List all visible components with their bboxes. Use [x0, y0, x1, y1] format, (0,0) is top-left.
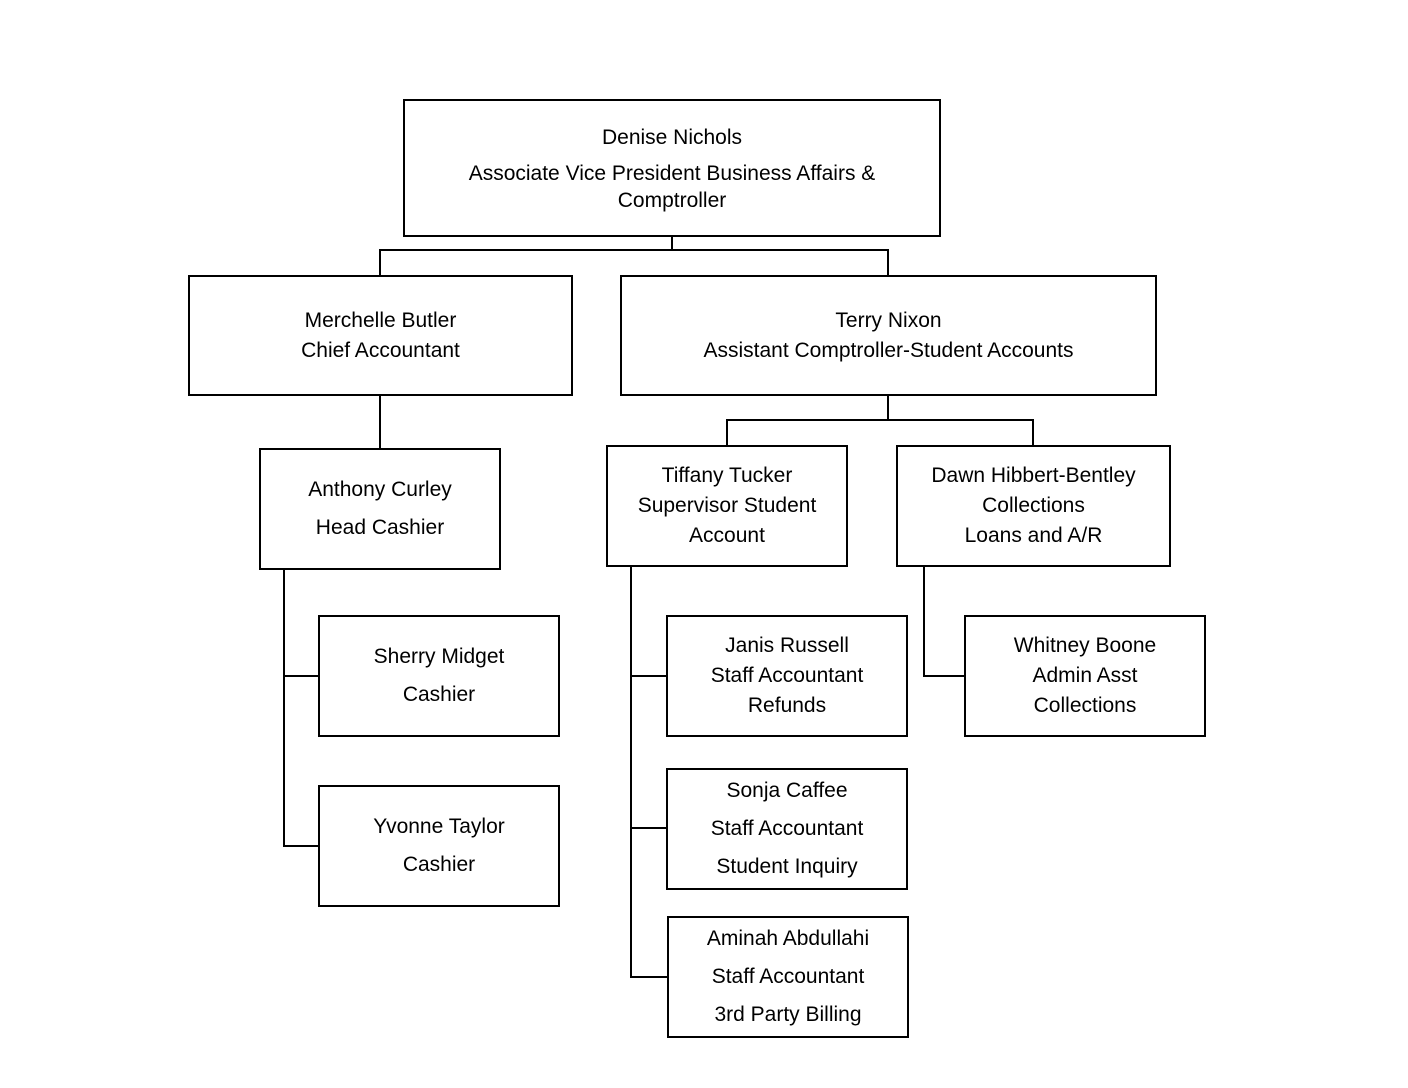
node-sonja-caffee: Sonja Caffee Staff Accountant Student In…: [666, 768, 908, 890]
connector-line: [630, 976, 668, 978]
connector-line: [283, 675, 319, 677]
node-name: Terry Nixon: [835, 308, 942, 332]
connector-line: [379, 249, 381, 275]
node-title: Cashier: [402, 683, 476, 706]
node-title: Staff Accountant: [710, 817, 864, 840]
connector-line: [283, 845, 319, 847]
node-name: Denise Nichols: [601, 126, 743, 149]
connector-line: [630, 567, 632, 978]
node-merchelle-butler: Merchelle Butler Chief Accountant: [188, 275, 573, 396]
node-title: Head Cashier: [315, 516, 445, 539]
connector-line: [630, 675, 667, 677]
node-aminah-abdullahi: Aminah Abdullahi Staff Accountant 3rd Pa…: [667, 916, 909, 1038]
node-title: Collections: [982, 494, 1085, 517]
node-name: Anthony Curley: [308, 478, 452, 501]
node-name: Yvonne Taylor: [373, 815, 505, 838]
node-name: Merchelle Butler: [304, 308, 457, 332]
node-title: 3rd Party Billing: [714, 1003, 862, 1026]
node-title: Supervisor Student: [637, 494, 817, 517]
connector-line: [887, 396, 889, 420]
node-name: Janis Russell: [725, 634, 849, 657]
connector-line: [283, 570, 285, 847]
node-dawn-hibbert-bentley: Dawn Hibbert-Bentley Collections Loans a…: [896, 445, 1171, 567]
node-title: Refunds: [747, 694, 827, 717]
node-title: Account: [689, 524, 765, 547]
node-name: Sherry Midget: [373, 645, 505, 668]
node-whitney-boone: Whitney Boone Admin Asst Collections: [964, 615, 1206, 737]
node-title: Cashier: [402, 853, 476, 876]
connector-line: [923, 675, 965, 677]
node-denise-nichols: Denise Nichols Associate Vice President …: [403, 99, 941, 237]
node-title: Staff Accountant: [711, 965, 865, 988]
connector-line: [671, 237, 673, 250]
node-title: Staff Accountant: [710, 664, 864, 687]
node-title: Admin Asst: [1032, 664, 1138, 687]
node-title: Associate Vice President Business Affair…: [468, 162, 876, 212]
node-title: Collections: [1033, 694, 1137, 717]
connector-line: [379, 249, 889, 251]
node-title: Chief Accountant: [301, 338, 460, 362]
connector-line: [887, 249, 889, 275]
connector-line: [1032, 419, 1034, 445]
connector-line: [630, 827, 667, 829]
node-name: Whitney Boone: [1013, 634, 1157, 657]
node-name: Aminah Abdullahi: [706, 927, 870, 950]
node-title: Loans and A/R: [964, 524, 1103, 547]
node-name: Dawn Hibbert-Bentley: [931, 464, 1136, 487]
node-title: Student Inquiry: [716, 855, 858, 878]
node-name: Tiffany Tucker: [661, 464, 793, 487]
connector-line: [726, 419, 728, 445]
node-yvonne-taylor: Yvonne Taylor Cashier: [318, 785, 560, 907]
connector-line: [923, 567, 925, 677]
connector-line: [726, 419, 1034, 421]
node-sherry-midget: Sherry Midget Cashier: [318, 615, 560, 737]
node-terry-nixon: Terry Nixon Assistant Comptroller-Studen…: [620, 275, 1157, 396]
node-title: Assistant Comptroller-Student Accounts: [703, 338, 1074, 362]
node-tiffany-tucker: Tiffany Tucker Supervisor Student Accoun…: [606, 445, 848, 567]
node-janis-russell: Janis Russell Staff Accountant Refunds: [666, 615, 908, 737]
node-name: Sonja Caffee: [726, 779, 848, 802]
node-anthony-curley: Anthony Curley Head Cashier: [259, 448, 501, 570]
connector-line: [379, 396, 381, 448]
